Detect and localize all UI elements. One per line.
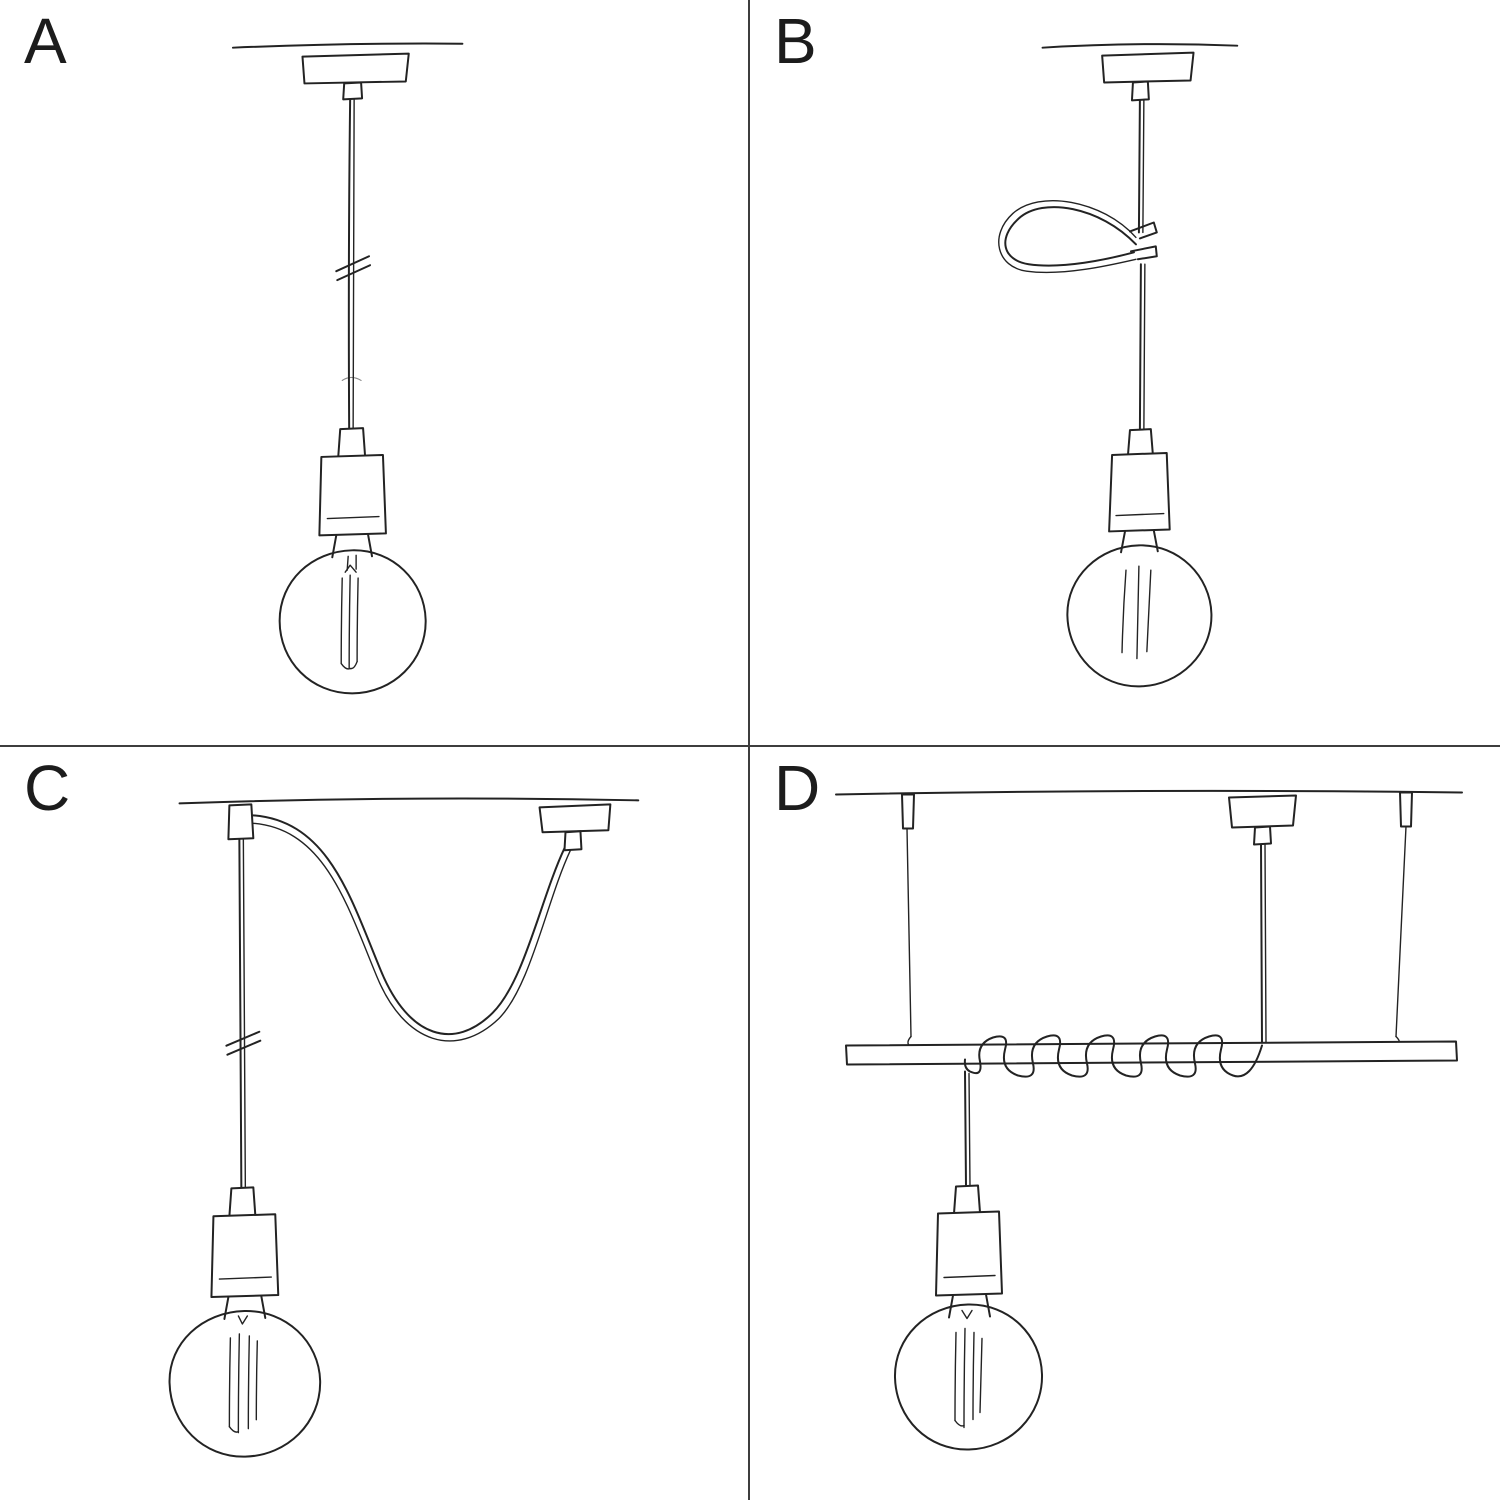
ceiling-hook-mount (227, 803, 255, 841)
bulb-filament (346, 554, 357, 571)
pendant-straight-cable-drawing (231, 42, 464, 695)
panel-a: A (0, 0, 750, 747)
panel-d-label: D (774, 752, 822, 824)
pendant-cable (1264, 842, 1267, 1044)
ceiling-hanger (1399, 791, 1413, 828)
bulb-filament (963, 1327, 966, 1429)
suspension-cable (906, 827, 912, 1038)
ceiling-rose (1101, 51, 1195, 84)
light-bulb (893, 1303, 1044, 1451)
panel-b: B (750, 0, 1500, 747)
suspension-cable (1395, 825, 1407, 1038)
lamp-holder-line (943, 1274, 996, 1279)
spiral-wrapped-cable (963, 1034, 1263, 1078)
bulb-filament (247, 1335, 251, 1430)
ceiling-rose (301, 52, 410, 85)
pendant-cable (352, 97, 355, 430)
ceiling-hanger (901, 793, 915, 830)
lamp-holder (935, 1210, 1003, 1297)
bulb-filament (344, 564, 357, 573)
panel-d: D (750, 747, 1500, 1500)
bulb-filament (961, 1309, 973, 1320)
cable-clip (1128, 221, 1158, 240)
cable-break-mark (226, 1039, 262, 1056)
ceiling-rose (1228, 794, 1297, 829)
bulb-filament (954, 1419, 965, 1427)
bulb-neck (1152, 529, 1159, 553)
pendant-cable (1260, 842, 1263, 1044)
lamp-holder-line (218, 1276, 272, 1280)
bulb-neck (985, 1293, 991, 1318)
bulb-filament (237, 1333, 241, 1434)
pendant-cable (1138, 263, 1142, 432)
pendant-cable (347, 97, 352, 431)
lamp-holder (210, 1213, 280, 1299)
bulb-filament (1136, 565, 1140, 660)
pendant-spiral-wrapped-bar-drawing (835, 789, 1463, 1451)
panel-c: C (0, 747, 750, 1500)
bulb-filament (979, 1337, 983, 1414)
pendant-cable (242, 838, 247, 1190)
cable-clip-loop (998, 200, 1137, 274)
swag-cable (252, 814, 566, 1036)
bulb-filament (228, 1337, 232, 1428)
cable-break-mark (225, 1030, 261, 1047)
ceiling-line (178, 797, 640, 805)
pendant-cable (964, 1070, 967, 1188)
swag-cable (252, 822, 572, 1042)
cable-break-mark (335, 255, 371, 273)
bulb-filament (1121, 569, 1127, 654)
bulb-filament (1146, 569, 1152, 653)
pendant-cable-clip-loop-drawing (998, 43, 1239, 688)
cable-gland (342, 81, 364, 101)
bulb-filament (954, 1331, 957, 1422)
cable-clip (1129, 245, 1158, 261)
cable-gland (1253, 825, 1272, 846)
bulb-filament (340, 577, 343, 665)
socket-cap (228, 1186, 257, 1218)
suspension-bar (845, 1040, 1458, 1066)
panel-a-label: A (24, 5, 68, 77)
bulb-filament (356, 577, 359, 663)
panel-c-label: C (24, 752, 72, 824)
pendant-cable (238, 838, 243, 1190)
bulb-neck (260, 1295, 267, 1319)
ceiling-rose (538, 803, 612, 834)
ceiling-line (835, 789, 1463, 796)
pendant-swag-hook-drawing (168, 797, 640, 1458)
pendant-cable (968, 1072, 971, 1188)
socket-cap (953, 1184, 981, 1215)
bulb-filament (237, 1315, 249, 1325)
pendant-cable (1143, 263, 1146, 431)
bulb-filament (255, 1340, 259, 1421)
panel-b-label: B (774, 5, 818, 77)
light-bulb (278, 549, 427, 695)
bulb-neck (223, 1296, 230, 1320)
ceiling-line (1041, 43, 1239, 49)
bulb-neck (331, 534, 338, 559)
pendant-cable (1137, 98, 1141, 234)
ceiling-line (231, 42, 464, 49)
bulb-filament (348, 574, 351, 670)
cable-break-mark (336, 264, 372, 282)
light-bulb (1066, 544, 1213, 688)
socket-cap (337, 427, 367, 458)
lamp-holder-line (1115, 512, 1165, 517)
cable-gland (563, 830, 583, 852)
bulb-filament (340, 660, 358, 670)
bulb-filament (228, 1425, 240, 1433)
pendant-cable (1142, 98, 1145, 234)
cable-gland (1130, 80, 1150, 102)
bulb-neck (1120, 530, 1126, 554)
light-bulb (168, 1309, 322, 1458)
lamp-holder-line (326, 515, 380, 520)
lamp-holder (318, 453, 387, 537)
cable-faint-mark (341, 376, 362, 381)
socket-cap (1126, 428, 1154, 456)
cable-clip-loop (1004, 206, 1137, 267)
bulb-filament (972, 1331, 975, 1421)
lamp-holder (1108, 451, 1171, 533)
